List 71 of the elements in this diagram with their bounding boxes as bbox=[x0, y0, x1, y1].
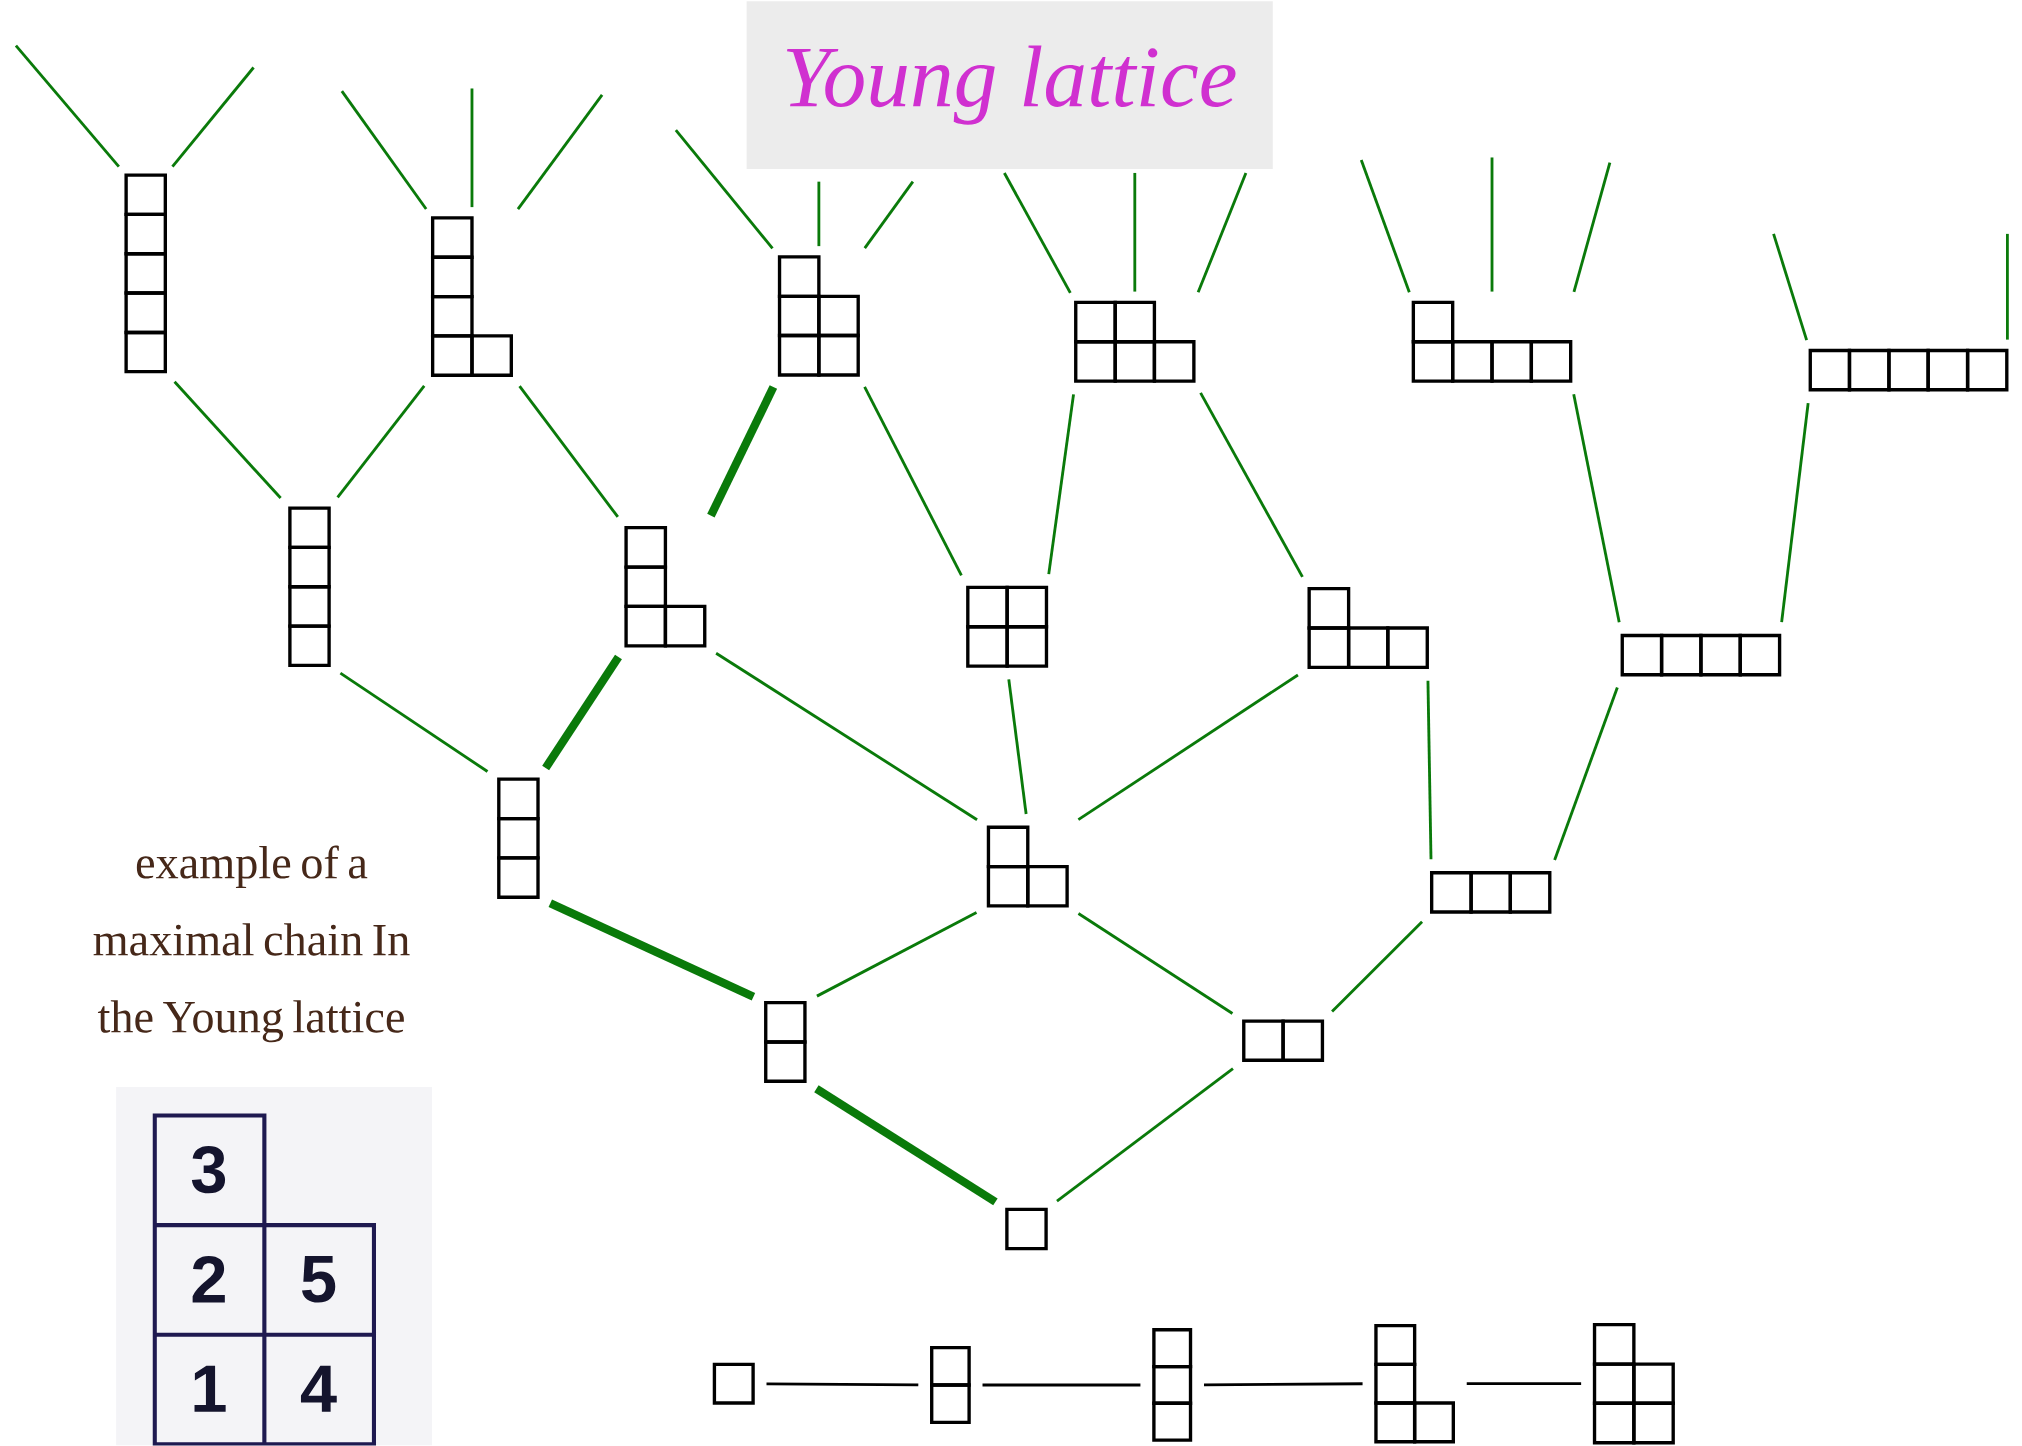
connector-line bbox=[542, 655, 622, 771]
young-diagram bbox=[430, 216, 513, 378]
connector-line bbox=[1490, 157, 1494, 292]
connector-line bbox=[173, 381, 282, 500]
connector-line bbox=[1572, 162, 1612, 293]
connector-line bbox=[1572, 394, 1621, 623]
connector-line bbox=[1077, 674, 1299, 822]
connector-line bbox=[863, 386, 963, 577]
young-diagram bbox=[966, 585, 1049, 668]
young-diagram bbox=[1074, 300, 1196, 383]
connector-line bbox=[1056, 1067, 1234, 1203]
connector-line bbox=[1047, 394, 1075, 575]
cell-number: 4 bbox=[300, 1366, 337, 1413]
connector-line bbox=[816, 911, 978, 998]
young-diagram bbox=[986, 825, 1069, 908]
young-diagram bbox=[1592, 1323, 1675, 1445]
young-diagram bbox=[777, 255, 860, 377]
cell-number: 1 bbox=[194, 1366, 226, 1413]
connector-line bbox=[1466, 1382, 1582, 1386]
young-diagram bbox=[1411, 300, 1573, 383]
connector-line bbox=[518, 385, 619, 518]
connector-line bbox=[1359, 159, 1411, 293]
young-diagram bbox=[1808, 349, 2009, 392]
caption-text: example of a maximal chain In the Young lattice bbox=[93, 845, 410, 1043]
connector-line bbox=[1204, 1382, 1363, 1387]
connector-line bbox=[817, 181, 821, 247]
connector-line bbox=[336, 385, 426, 499]
connector-line bbox=[2005, 234, 2009, 340]
cell-number: 5 bbox=[302, 1256, 336, 1303]
connector-line bbox=[674, 129, 774, 250]
young-diagram bbox=[1620, 634, 1782, 677]
title: Young lattice bbox=[746, 1, 1273, 170]
connector-line bbox=[1196, 172, 1248, 294]
connector-line bbox=[339, 672, 489, 773]
young-diagram bbox=[624, 526, 707, 648]
connector-line bbox=[715, 652, 978, 822]
young-diagram bbox=[124, 173, 167, 374]
young-diagram bbox=[1430, 871, 1552, 914]
connector-line bbox=[814, 1085, 998, 1206]
connector-line bbox=[1077, 912, 1234, 1015]
young-diagram bbox=[1307, 587, 1429, 670]
connector-line bbox=[1426, 680, 1433, 860]
connector-line bbox=[1331, 920, 1424, 1013]
connector-line bbox=[766, 1382, 919, 1387]
connector-line bbox=[171, 66, 255, 168]
cell-number: 3 bbox=[191, 1146, 226, 1194]
connector-line bbox=[1780, 403, 1810, 623]
young-diagram bbox=[1242, 1019, 1325, 1063]
connector-line bbox=[1553, 687, 1619, 861]
connector-line bbox=[14, 44, 120, 168]
connector-line bbox=[1133, 173, 1137, 292]
young-diagram bbox=[1374, 1324, 1455, 1444]
connector-line bbox=[982, 1383, 1141, 1387]
connector-line bbox=[470, 88, 474, 208]
young-diagram bbox=[497, 777, 540, 900]
connector-line bbox=[1003, 172, 1072, 294]
young-diagram bbox=[288, 506, 331, 668]
connector-line bbox=[1772, 233, 1808, 341]
connector-line bbox=[516, 94, 604, 211]
cell-number: 2 bbox=[192, 1256, 225, 1303]
young-diagram bbox=[764, 1001, 807, 1084]
connector-line bbox=[340, 90, 428, 211]
connector-line bbox=[1007, 679, 1028, 815]
young-diagram bbox=[930, 1346, 971, 1425]
young-diagram bbox=[1005, 1207, 1048, 1251]
young-diagram bbox=[1152, 1328, 1193, 1443]
connector-line bbox=[548, 899, 756, 1001]
connector-line bbox=[707, 385, 778, 518]
connector-line bbox=[1199, 392, 1304, 578]
connector-line bbox=[863, 181, 915, 250]
young-diagram bbox=[712, 1362, 755, 1405]
